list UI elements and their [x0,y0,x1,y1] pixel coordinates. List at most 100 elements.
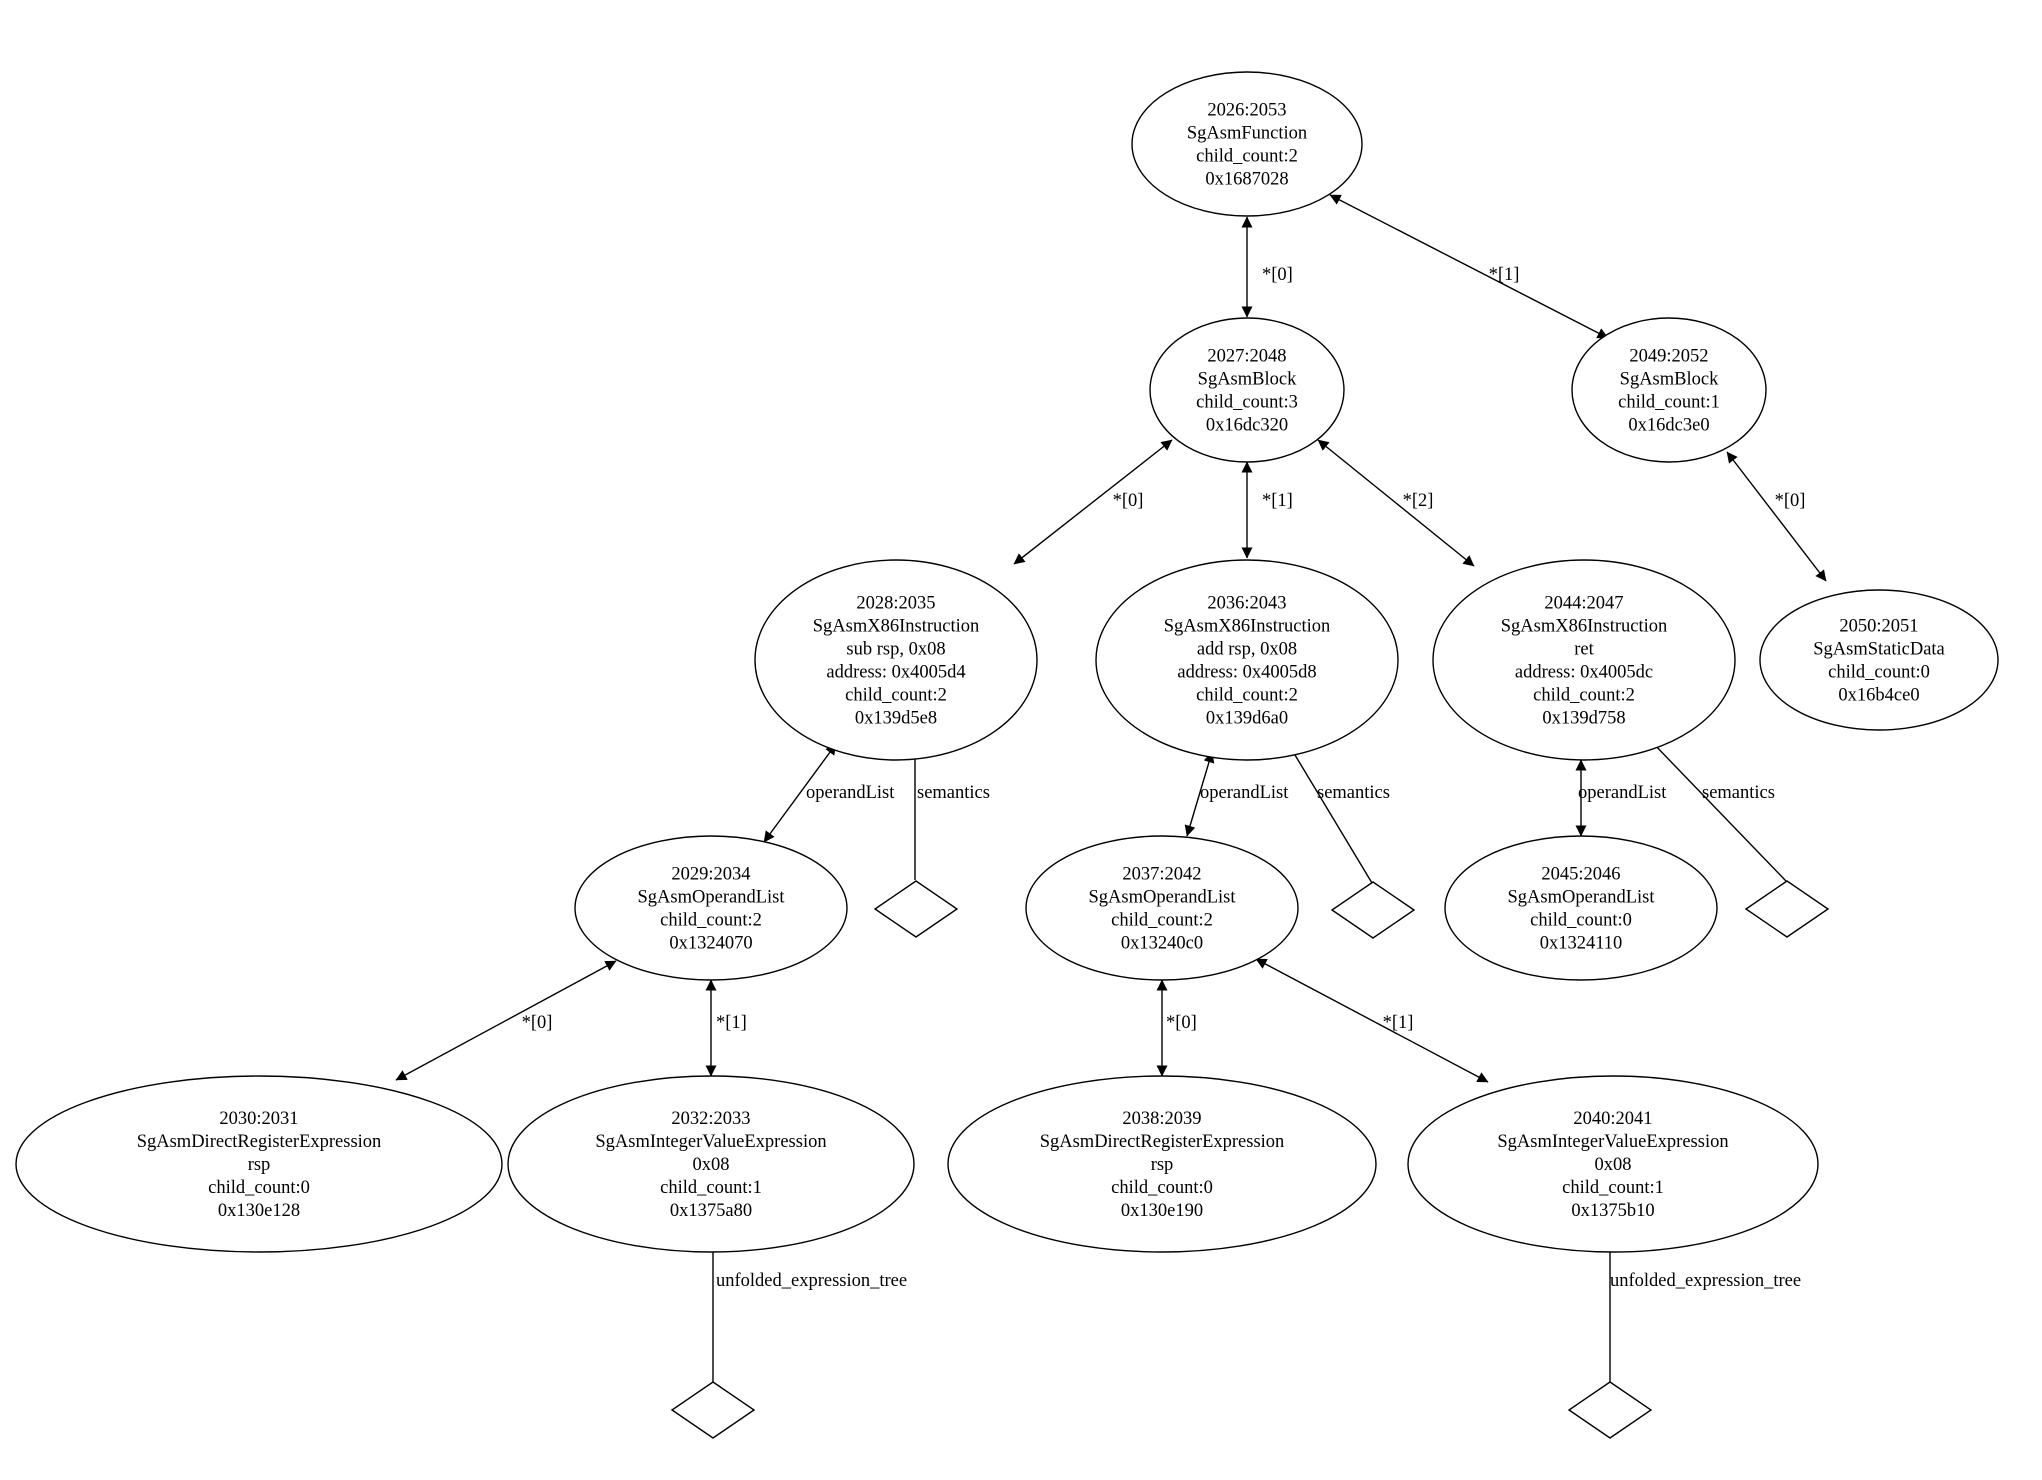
node-text-line: 0x16b4ce0 [1838,686,1919,706]
edge-label: *[1] [1383,1013,1414,1033]
node-text-line: 2037:2042 [1122,865,1201,885]
node-text-line: child_count:2 [1111,911,1213,931]
diamond-leaf [1567,1381,1653,1439]
edge-2027-2036: *[1] [1241,461,1293,559]
node-ellipse[interactable] [754,559,1038,761]
node-text-line: add rsp, 0x08 [1197,640,1297,660]
node-text-line: 0x1324110 [1540,934,1623,954]
node-text-line: SgAsmBlock [1620,370,1719,390]
node-2049[interactable]: 2049:2052SgAsmBlockchild_count:10x16dc3e… [1571,317,1767,463]
edge-2027-2044: *[2] [1317,439,1475,567]
edge-label: *[1] [1262,491,1293,511]
node-text-line: SgAsmOperandList [1508,888,1656,908]
edge-2044-2045: operandList [1575,759,1667,837]
node-2038[interactable]: 2038:2039SgAsmDirectRegisterExpressionrs… [947,1075,1377,1253]
leaf-label: semantics [1317,783,1390,803]
edge-2026-2027: *[0] [1241,216,1293,318]
node-ellipse[interactable] [1131,71,1363,217]
node-text-line: 2028:2035 [856,594,935,614]
node-ellipse[interactable] [1149,317,1345,463]
edge-label: operandList [806,783,895,803]
edge-line [1329,194,1609,339]
edge-label: *[0] [1113,491,1144,511]
node-text-line: 2044:2047 [1544,594,1623,614]
node-ellipse[interactable] [15,1075,503,1253]
node-text-line: 0x139d5e8 [855,709,937,729]
node-ellipse[interactable] [1025,835,1299,981]
node-text-line: 2036:2043 [1207,594,1286,614]
node-text-line: 2032:2033 [671,1109,750,1129]
node-text-line: 2027:2048 [1207,347,1286,367]
node-text-line: child_count:1 [660,1178,762,1198]
node-ellipse[interactable] [947,1075,1377,1253]
diamond-leaf [1744,880,1830,938]
node-text-line: 0x130e128 [218,1201,300,1221]
node-2045[interactable]: 2045:2046SgAsmOperandListchild_count:00x… [1444,835,1718,981]
node-2040[interactable]: 2040:2041SgAsmIntegerValueExpression0x08… [1407,1075,1819,1253]
node-text-line: rsp [248,1155,271,1175]
node-text-line: 0x16dc320 [1206,416,1288,436]
node-text-line: SgAsmX86Instruction [1164,617,1331,637]
node-text-line: SgAsmDirectRegisterExpression [1040,1132,1285,1152]
node-ellipse[interactable] [1759,589,1999,731]
node-text-line: child_count:3 [1196,393,1298,413]
node-text-line: child_count:1 [1562,1178,1664,1198]
edge-label: *[0] [522,1013,553,1033]
edge-2029-2030: *[0] [395,960,617,1081]
node-text-line: 0x1375a80 [670,1201,752,1221]
node-text-line: 0x130e190 [1121,1201,1203,1221]
node-2029[interactable]: 2029:2034SgAsmOperandListchild_count:20x… [574,835,848,981]
edge-line [1255,958,1489,1083]
node-ellipse[interactable] [507,1075,915,1253]
node-text-line: SgAsmOperandList [638,888,786,908]
node-text-line: 0x08 [693,1155,730,1175]
node-text-line: 2030:2031 [219,1109,298,1129]
node-2027[interactable]: 2027:2048SgAsmBlockchild_count:30x16dc32… [1149,317,1345,463]
leaf-line [1649,739,1787,882]
edge-line [1317,439,1475,567]
node-text-line: address: 0x4005dc [1515,663,1653,683]
edge-line [395,960,617,1081]
edge-label: *[2] [1403,491,1434,511]
node-2044[interactable]: 2044:2047SgAsmX86Instructionretaddress: … [1432,559,1736,761]
node-ellipse[interactable] [1444,835,1718,981]
node-2026[interactable]: 2026:2053SgAsmFunctionchild_count:20x168… [1131,71,1363,217]
node-text-line: 0x08 [1595,1155,1632,1175]
node-ellipse[interactable] [1095,559,1399,761]
edges-layer: *[0] *[1] *[0] *[1] *[2] *[0] operandList opera… [395,194,1827,1083]
node-text-line: child_count:2 [1533,686,1635,706]
diamond-leaf [1330,881,1416,939]
node-2037[interactable]: 2037:2042SgAsmOperandListchild_count:20x… [1025,835,1299,981]
edge-line [763,743,837,843]
node-text-line: 0x139d758 [1542,709,1625,729]
node-text-line: SgAsmFunction [1187,124,1307,144]
node-ellipse[interactable] [1407,1075,1819,1253]
node-ellipse[interactable] [1432,559,1736,761]
node-text-line: child_count:0 [1828,663,1930,683]
edge-2037-2040: *[1] [1255,958,1489,1083]
node-ellipse[interactable] [574,835,848,981]
node-text-line: SgAsmX86Instruction [813,617,980,637]
leaf-semantics-2044: semantics [1649,739,1830,938]
edge-2028-2029: operandList [763,743,895,843]
nodes-layer: 2026:2053SgAsmFunctionchild_count:20x168… [15,71,1999,1253]
edge-2029-2032: *[1] [705,979,747,1077]
leaf-label: semantics [917,783,990,803]
node-text-line: SgAsmIntegerValueExpression [595,1132,826,1152]
node-ellipse[interactable] [1571,317,1767,463]
edge-2036-2037: operandList [1184,751,1289,837]
diamond-leaf [670,1381,756,1439]
node-text-line: SgAsmDirectRegisterExpression [137,1132,382,1152]
node-2050[interactable]: 2050:2051SgAsmStaticDatachild_count:00x1… [1759,589,1999,731]
edge-label: *[0] [1775,491,1806,511]
node-text-line: address: 0x4005d8 [1177,663,1316,683]
node-text-line: child_count:0 [1530,911,1632,931]
edge-2037-2038: *[0] [1156,979,1197,1077]
edge-line [1013,439,1173,565]
node-text-line: 2040:2041 [1573,1109,1652,1129]
